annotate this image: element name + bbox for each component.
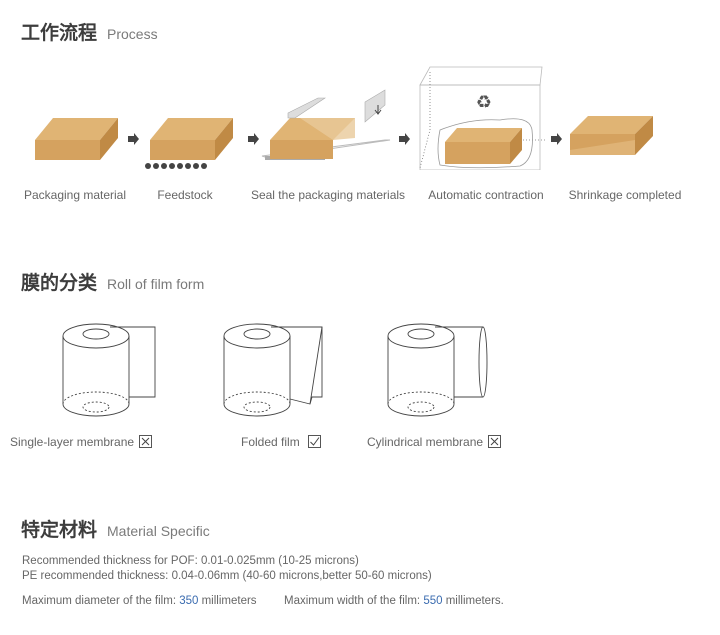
film-type-single: Single-layer membrane: [10, 435, 153, 449]
process-title-zh: 工作流程: [21, 22, 98, 44]
max-width: Maximum width of the film: 550 millimete…: [284, 595, 504, 607]
film-type-label: Folded film: [241, 435, 300, 449]
process-illustration: ♻: [35, 66, 653, 170]
film-title-en: Roll of film form: [107, 276, 205, 292]
film-rolls: [62, 323, 488, 417]
shrink-tunnel: ♻: [419, 66, 545, 170]
box-shrinkage-completed: [570, 116, 653, 155]
arrow-icon: [551, 133, 562, 145]
process-title-en: Process: [107, 26, 158, 42]
box-packaging-material: [35, 118, 118, 160]
arrow-icon: [128, 133, 139, 145]
cylindrical-roll-icon: [387, 323, 488, 417]
arrow-icon: [248, 133, 259, 145]
material-heading: 特定材料 Material Specific: [21, 515, 210, 542]
film-heading: 膜的分类 Roll of film form: [21, 268, 204, 295]
step-label: Packaging material: [23, 188, 127, 202]
pe-thickness: PE recommended thickness: 0.04-0.06mm (4…: [22, 570, 432, 582]
max-diameter: Maximum diameter of the film: 350 millim…: [22, 595, 257, 607]
step-label: Shrinkage completed: [568, 188, 682, 202]
max-width-unit: millimeters.: [442, 595, 504, 607]
film-type-cylindrical: Cylindrical membrane: [367, 435, 502, 449]
x-checkbox-icon: [139, 435, 153, 448]
max-width-value: 550: [423, 595, 443, 607]
check-checkbox-icon: [307, 435, 321, 448]
film-type-label: Single-layer membrane: [10, 435, 135, 449]
step-label: Automatic contraction: [428, 188, 544, 202]
max-diameter-value: 350: [179, 595, 199, 607]
material-title-en: Material Specific: [107, 523, 210, 539]
film-type-folded: Folded film: [241, 435, 321, 449]
max-diameter-unit: millimeters: [198, 595, 257, 607]
seal-machine: [261, 89, 391, 160]
step-label: Feedstock: [157, 188, 213, 202]
film-type-label: Cylindrical membrane: [367, 435, 484, 449]
step-label: Seal the packaging materials: [250, 188, 406, 202]
max-width-label: Maximum width of the film:: [284, 595, 424, 607]
box-feedstock: [145, 118, 233, 169]
pof-thickness: Recommended thickness for POF: 0.01-0.02…: [22, 555, 359, 567]
film-title-zh: 膜的分类: [21, 272, 98, 294]
max-diameter-label: Maximum diameter of the film:: [22, 595, 180, 607]
folded-film-roll-icon: [223, 323, 323, 417]
x-checkbox-icon: [488, 435, 502, 448]
process-heading: 工作流程 Process: [21, 18, 158, 45]
single-layer-roll-icon: [62, 323, 156, 417]
recycle-icon: ♻: [476, 92, 492, 112]
material-title-zh: 特定材料: [21, 519, 98, 541]
arrow-icon: [399, 133, 410, 145]
